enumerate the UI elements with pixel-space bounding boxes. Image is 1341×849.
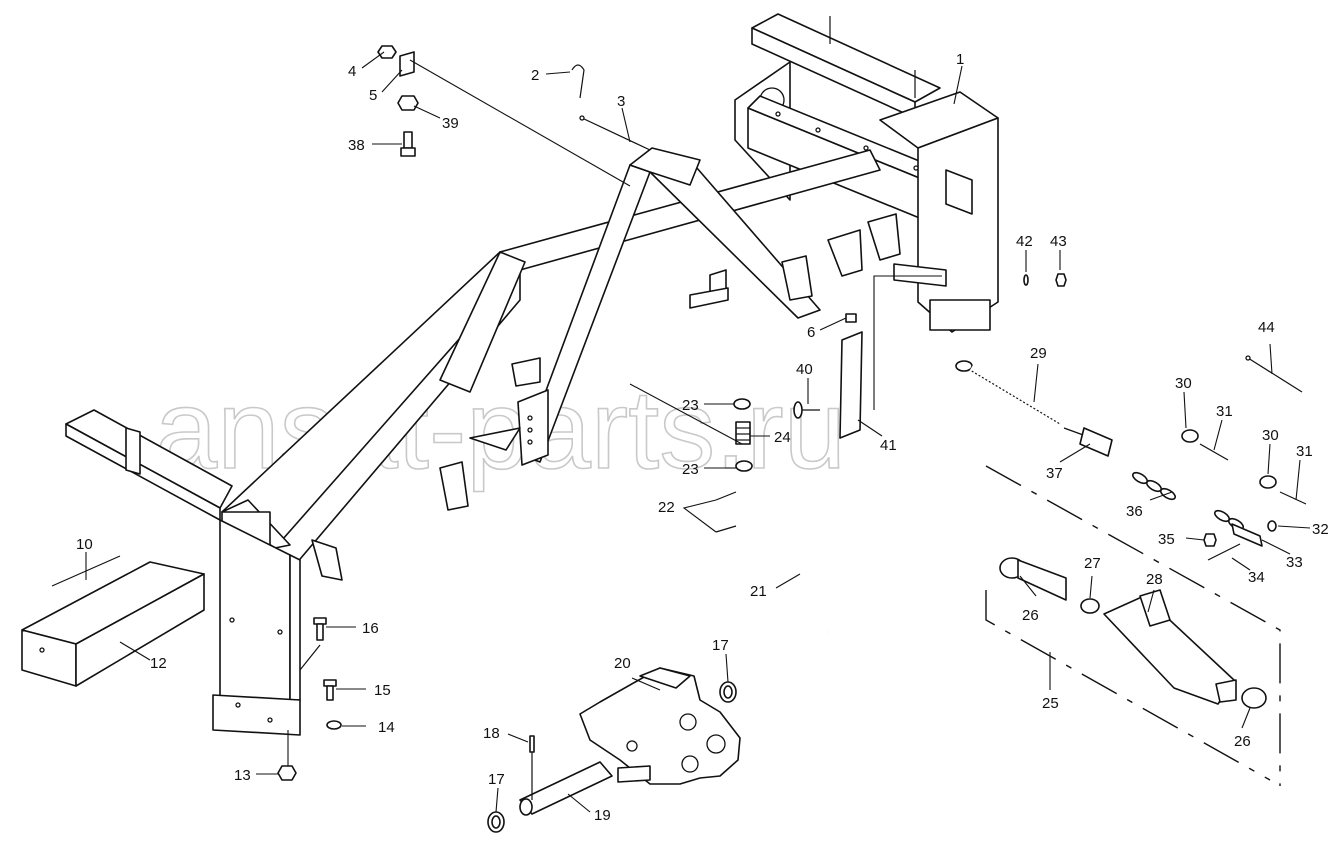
washer-32 <box>1267 520 1277 532</box>
callout-labels: 1 2 3 4 5 6 10 12 13 14 15 16 17 17 18 1… <box>76 51 1329 824</box>
leader-lines <box>51 51 1311 813</box>
callout-29: 29 <box>1030 345 1047 362</box>
lever-21 <box>738 484 868 634</box>
washer-23-top <box>733 398 751 410</box>
bolt-15 <box>323 679 337 701</box>
spring-29 <box>955 360 1063 429</box>
callout-5: 5 <box>369 87 377 104</box>
callout-21: 21 <box>750 583 767 600</box>
pin-3 <box>579 115 651 151</box>
callout-36: 36 <box>1126 503 1143 520</box>
callout-3: 3 <box>617 93 625 110</box>
callout-13: 13 <box>234 767 251 784</box>
shackle-30-bottom <box>1259 475 1277 489</box>
top-link-25 <box>985 465 1281 786</box>
callout-23-bottom: 23 <box>682 461 699 478</box>
plate-33 <box>1231 523 1263 547</box>
bolt-40 <box>793 401 820 419</box>
washer-17-right <box>719 681 737 703</box>
clip-2 <box>571 64 585 99</box>
callout-16: 16 <box>362 620 379 637</box>
callout-22: 22 <box>658 499 675 516</box>
pin-18 <box>529 735 535 800</box>
hitch-bracket-20 <box>579 667 741 785</box>
callout-42: 42 <box>1016 233 1033 250</box>
callout-39: 39 <box>442 115 459 132</box>
main-beam <box>221 149 881 566</box>
washer-42 <box>1023 274 1029 286</box>
pin-31-bottom <box>1279 491 1307 505</box>
callout-19: 19 <box>594 807 611 824</box>
chain-36 <box>1131 471 1245 531</box>
washer-14 <box>326 720 342 730</box>
left-crossbar <box>65 409 233 521</box>
nut-13 <box>277 765 297 781</box>
callout-40: 40 <box>796 361 813 378</box>
callout-34: 34 <box>1248 569 1265 586</box>
callout-44: 44 <box>1258 319 1275 336</box>
pins-22 <box>715 491 737 533</box>
callout-15: 15 <box>374 682 391 699</box>
washer-17-left <box>487 811 505 833</box>
callout-20: 20 <box>614 655 631 672</box>
beam-brackets <box>311 213 901 581</box>
callout-4: 4 <box>348 63 356 80</box>
callout-31-top: 31 <box>1216 403 1233 420</box>
washer-39 <box>397 95 419 111</box>
callout-41: 41 <box>880 437 897 454</box>
callout-35: 35 <box>1158 531 1175 548</box>
shackle-30-top <box>1181 429 1199 443</box>
turnbuckle-37 <box>1063 427 1113 457</box>
nut-4 <box>377 45 397 59</box>
washer-23-bottom <box>735 460 753 472</box>
bolt-6 <box>845 313 857 323</box>
callout-2: 2 <box>531 67 539 84</box>
callout-24: 24 <box>774 429 791 446</box>
callout-23-top: 23 <box>682 397 699 414</box>
callout-17-right: 17 <box>712 637 729 654</box>
bolt-34 <box>1207 543 1241 561</box>
callout-27: 27 <box>1084 555 1101 572</box>
callout-6: 6 <box>807 324 815 341</box>
pin-31-top <box>1199 443 1229 461</box>
callout-18: 18 <box>483 725 500 742</box>
callout-17-left: 17 <box>488 771 505 788</box>
callout-14: 14 <box>378 719 395 736</box>
callout-43: 43 <box>1050 233 1067 250</box>
tool-tray-part-12 <box>21 561 205 687</box>
assembly-line-41 <box>873 275 942 410</box>
callout-30-top: 30 <box>1175 375 1192 392</box>
callout-37: 37 <box>1046 465 1063 482</box>
callout-10: 10 <box>76 536 93 553</box>
callout-38: 38 <box>348 137 365 154</box>
callout-25: 25 <box>1042 695 1059 712</box>
nut-43 <box>1055 273 1067 287</box>
pin-44 <box>1245 355 1303 393</box>
bolt-38 <box>400 131 416 157</box>
callout-26-left: 26 <box>1022 607 1039 624</box>
callout-33: 33 <box>1286 554 1303 571</box>
spring-24 <box>735 421 751 445</box>
plate-41 <box>839 331 863 439</box>
callout-1: 1 <box>956 51 964 68</box>
plate-5 <box>399 51 415 77</box>
nut-35 <box>1203 533 1217 547</box>
callout-26-right: 26 <box>1234 733 1251 750</box>
bolt-16 <box>313 617 327 641</box>
callout-30-bottom: 30 <box>1262 427 1279 444</box>
pin-19 <box>519 761 613 816</box>
callout-31-bottom: 31 <box>1296 443 1313 460</box>
callout-32: 32 <box>1312 521 1329 538</box>
callout-12: 12 <box>150 655 167 672</box>
callout-28: 28 <box>1146 571 1163 588</box>
a-frame-mast <box>517 147 821 466</box>
vertical-leg <box>212 519 321 736</box>
